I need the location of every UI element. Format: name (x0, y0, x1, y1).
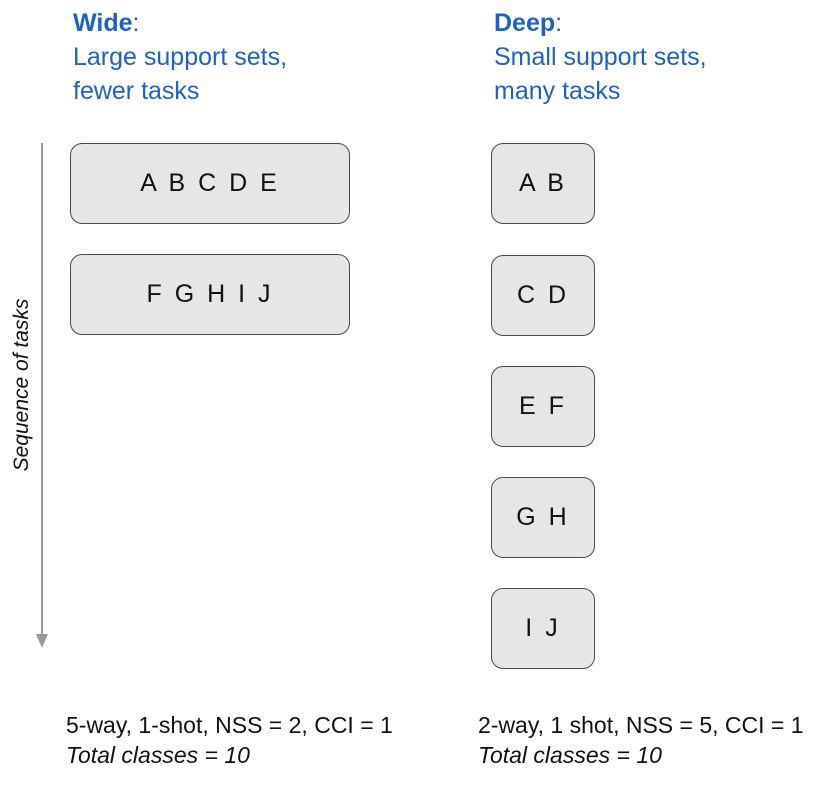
deep-task-2: C D (491, 255, 595, 336)
wide-header: Wide: Large support sets, fewer tasks (73, 6, 287, 108)
wide-subtitle-line2: fewer tasks (73, 77, 200, 105)
wide-task-2: F G H I J (70, 254, 350, 335)
deep-task-5: I J (491, 588, 595, 669)
deep-title: Deep (494, 9, 556, 37)
deep-footer: 2-way, 1 shot, NSS = 5, CCI = 1 Total cl… (478, 710, 804, 770)
deep-subtitle-line2: many tasks (494, 77, 621, 105)
deep-title-colon: : (555, 9, 563, 37)
deep-task-3: E F (491, 366, 595, 447)
wide-footer-total: Total classes = 10 (66, 742, 250, 768)
wide-subtitle-line1: Large support sets, (73, 43, 288, 71)
sequence-axis-arrowhead (36, 634, 48, 648)
wide-title: Wide (73, 9, 133, 37)
deep-task-4: G H (491, 477, 595, 558)
deep-footer-total: Total classes = 10 (478, 742, 662, 768)
deep-task-1: A B (491, 143, 595, 224)
wide-title-line: Wide: (73, 6, 287, 40)
wide-title-colon: : (132, 9, 140, 37)
wide-footer-params: 5-way, 1-shot, NSS = 2, CCI = 1 (66, 712, 393, 738)
deep-subtitle-line1: Small support sets, (494, 43, 707, 71)
sequence-axis-label: Sequence of tasks (10, 298, 33, 472)
wide-task-1: A B C D E (70, 143, 350, 224)
deep-header: Deep: Small support sets, many tasks (494, 6, 707, 108)
wide-footer: 5-way, 1-shot, NSS = 2, CCI = 1 Total cl… (66, 710, 393, 770)
deep-title-line: Deep: (494, 6, 707, 40)
deep-footer-params: 2-way, 1 shot, NSS = 5, CCI = 1 (478, 712, 804, 738)
